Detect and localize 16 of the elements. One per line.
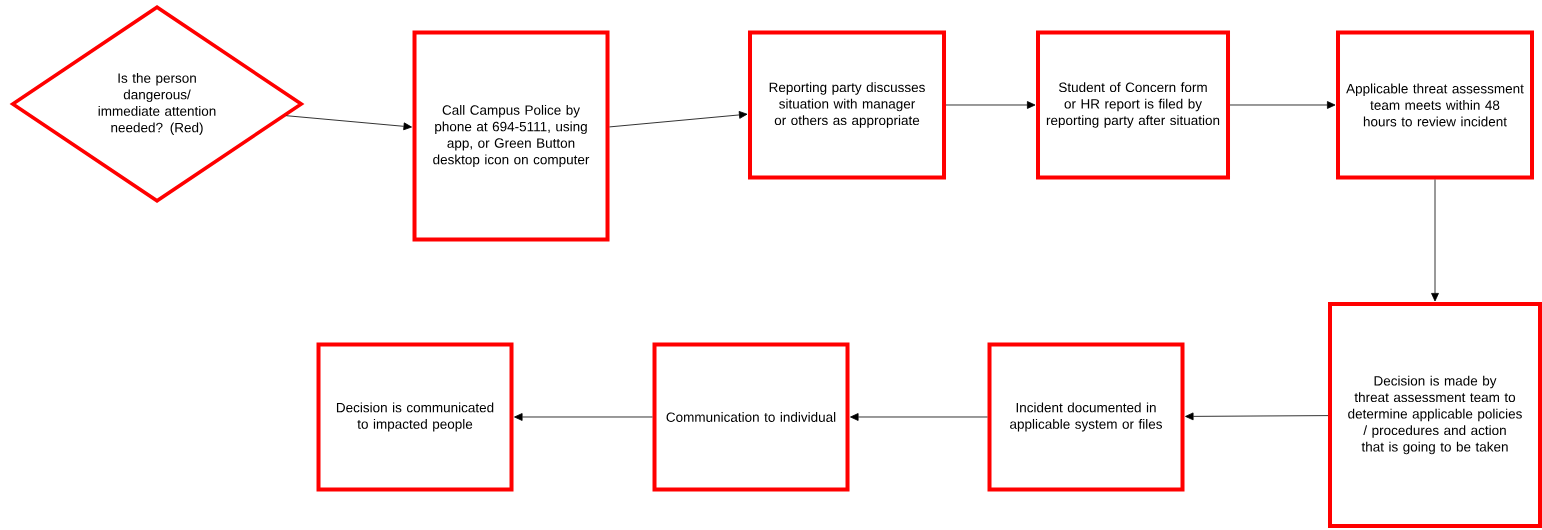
arrow <box>1185 412 1329 421</box>
process-box: Incident documented in applicable system or files <box>987 342 1185 492</box>
arrow <box>945 101 1036 109</box>
arrow <box>1229 101 1336 109</box>
process-box: Decision is made by threat assessment team to determine applicable policies / procedures and action that is going to be taken <box>1328 302 1542 528</box>
process-box: Applicable threat assessment team meets within 48 hours to review incident <box>1336 30 1534 180</box>
process-box: Call Campus Police by phone at 694-5111, using app, or Green Button desktop icon on computer <box>412 30 610 242</box>
arrow <box>514 413 653 421</box>
process-box: Decision is communicated to impacted people <box>316 342 514 492</box>
arrow <box>850 413 988 421</box>
arrow <box>609 111 748 128</box>
process-box: Student of Concern form or HR report is filed by reporting party after situation <box>1036 30 1230 180</box>
arrow <box>286 115 412 131</box>
process-box: Communication to individual <box>652 342 850 492</box>
arrow <box>1431 179 1439 302</box>
process-box: Reporting party discusses situation with manager or others as appropriate <box>748 30 946 180</box>
